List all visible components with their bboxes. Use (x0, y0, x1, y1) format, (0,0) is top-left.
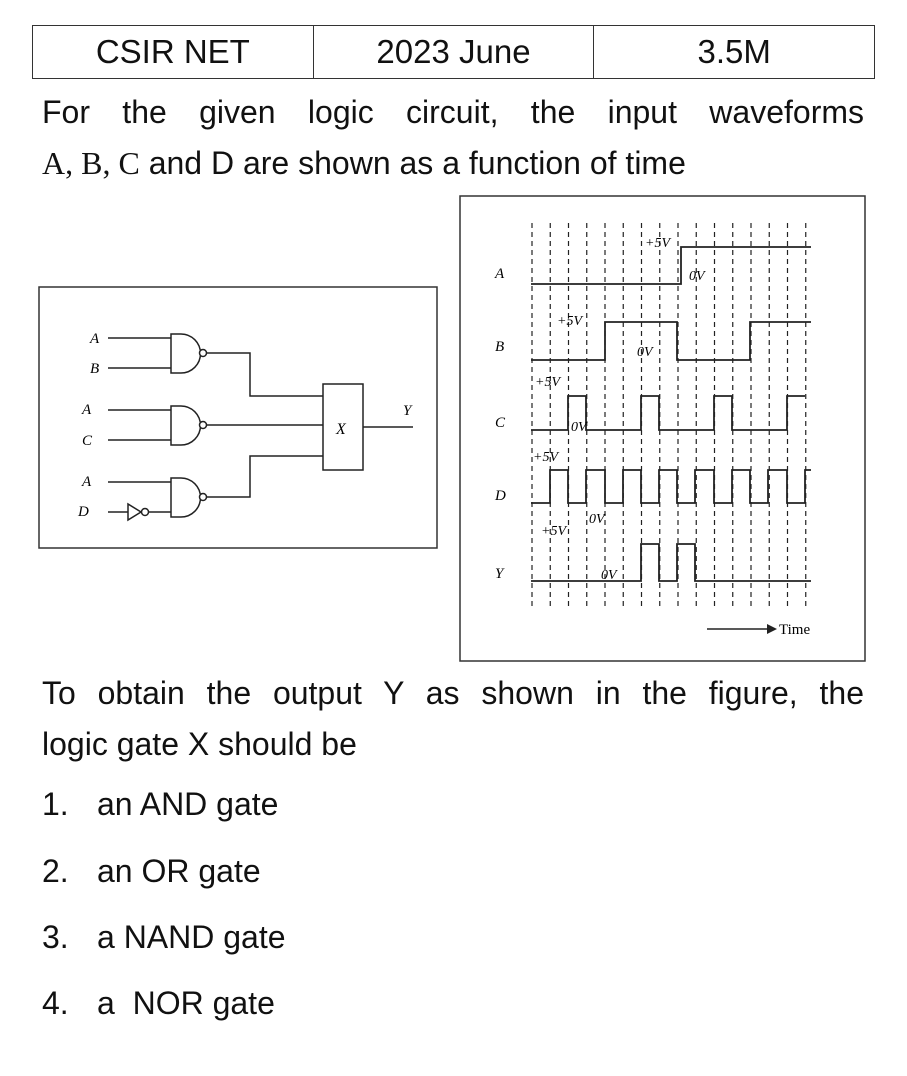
a-low-label: 0V (689, 269, 706, 284)
gate-x-label: X (335, 421, 347, 438)
input-label-c: C (82, 433, 93, 449)
marks: 3.5M (593, 25, 875, 79)
output-label-y: Y (403, 403, 413, 419)
row-label-b: B (495, 339, 504, 355)
b-high-label: +5V (557, 314, 583, 329)
row-label-d: D (494, 488, 506, 504)
input-label-d: D (77, 504, 89, 520)
exam-session: 2023 June (312, 25, 595, 79)
not-gate (127, 502, 143, 522)
option-2[interactable]: 2. an OR gate (42, 853, 261, 890)
waveform-d (531, 469, 811, 504)
question-line-2: A, B, C and D are shown as a function of… (42, 138, 864, 189)
question-line-1: For the given logic circuit, the input w… (42, 94, 864, 130)
y-low-label: 0V (601, 568, 618, 583)
waveform-b (531, 321, 811, 361)
d-high-label-2: +5V (541, 524, 567, 539)
b-low-label: 0V (637, 345, 654, 360)
a-high-label: +5V (645, 236, 671, 251)
row-label-c: C (495, 415, 506, 431)
d-high-label: +5V (533, 450, 559, 465)
d-low-label: 0V (589, 512, 606, 527)
input-label-a: A (81, 474, 92, 490)
waveform-y (531, 543, 811, 582)
c-low-label: 0V (571, 420, 588, 435)
exam-name: CSIR NET (32, 25, 314, 79)
row-label-a: A (494, 266, 505, 282)
option-text: an OR gate (97, 853, 261, 889)
option-number: 1. (42, 786, 69, 822)
option-4[interactable]: 4. a NOR gate (42, 985, 275, 1022)
option-3[interactable]: 3. a NAND gate (42, 919, 286, 956)
option-number: 2. (42, 853, 69, 889)
waveform-a (531, 246, 811, 285)
time-axis-label: Time (779, 622, 810, 638)
option-number: 3. (42, 919, 69, 955)
timing-diagram: A B C D Y +5V 0V +5V 0V +5V 0V +5V +5V 0… (459, 195, 866, 662)
question-line-4: logic gate X should be (42, 726, 357, 762)
question-line-2-rest: and D are shown as a function of time (139, 145, 686, 181)
option-text: a NAND gate (97, 919, 286, 955)
row-label-y: Y (495, 566, 505, 582)
time-arrow-icon (767, 624, 777, 634)
option-text: an AND gate (97, 786, 279, 822)
input-label-b: B (90, 361, 99, 377)
header-table: CSIR NET 2023 June 3.5M (32, 25, 875, 79)
logic-circuit-diagram: A B A C A D X Y (38, 286, 438, 549)
input-label-a: A (89, 331, 100, 347)
question-vars: A, B, C (42, 145, 140, 181)
c-high-label: +5V (535, 375, 561, 390)
input-label-a: A (81, 402, 92, 418)
option-number: 4. (42, 985, 69, 1021)
option-1[interactable]: 1. an AND gate (42, 786, 278, 823)
question-line-3: To obtain the output Y as shown in the f… (42, 675, 864, 711)
waveform-c (531, 395, 805, 431)
option-text: a NOR gate (97, 985, 275, 1021)
